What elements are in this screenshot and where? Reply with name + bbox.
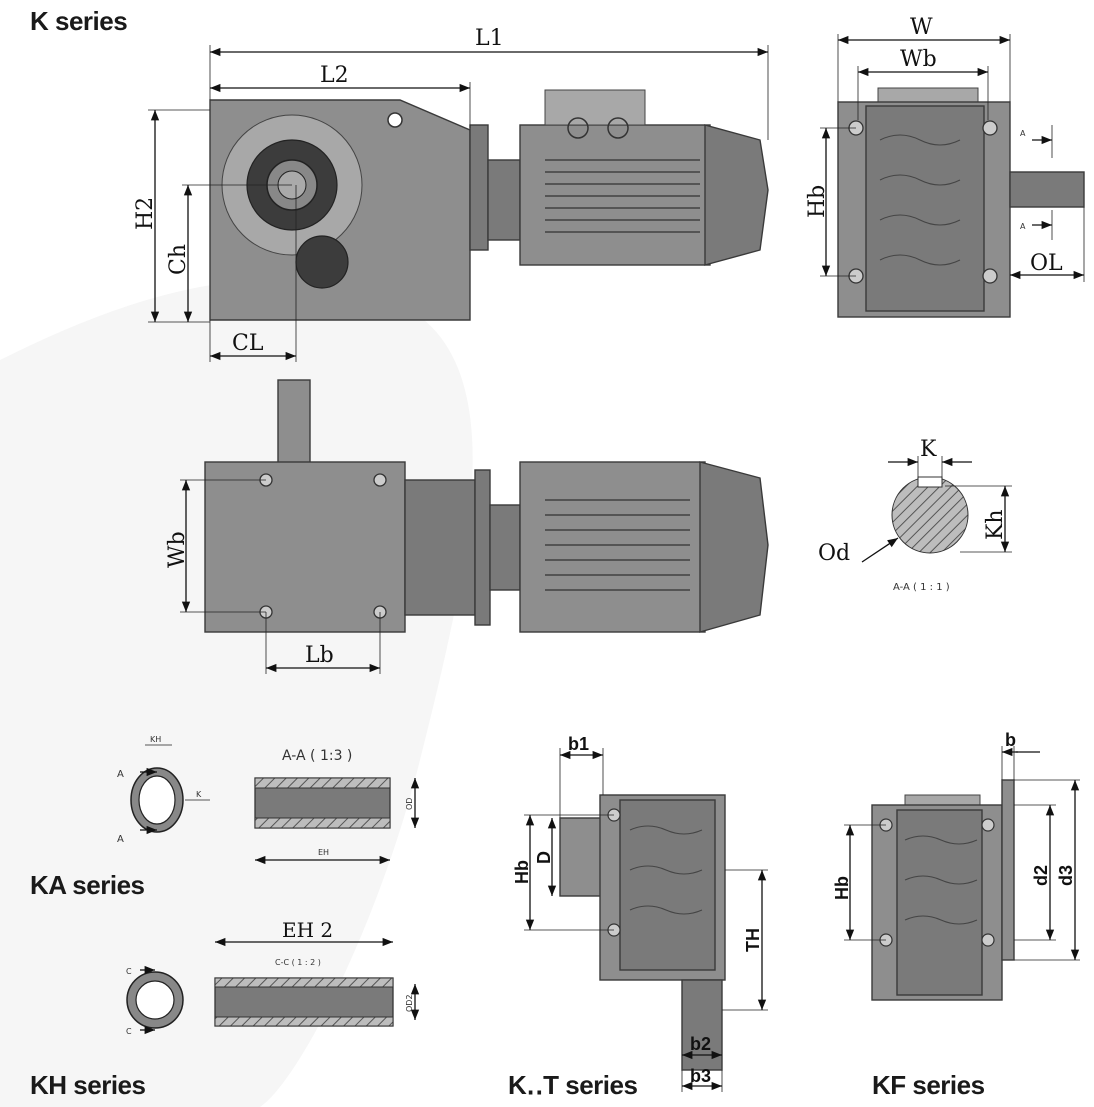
dim-h2: H2 — [133, 197, 158, 230]
dim-l2: L2 — [320, 63, 349, 88]
ka-dim-kh: KH — [150, 735, 161, 744]
title-kt-series: K‥T series — [508, 1070, 638, 1100]
dim-k: K — [920, 437, 937, 462]
ka-series-views: A A KH K A-A ( 1:3 ) EH OD — [117, 735, 420, 865]
dim-ch: Ch — [166, 244, 191, 275]
title-k-series: K series — [30, 6, 128, 36]
kt-series-view — [559, 794, 726, 1071]
kh-dim-od2: OD2 — [405, 994, 414, 1012]
ka-mark-a-bottom: A — [117, 834, 124, 845]
kt-dim-b1: b1 — [568, 734, 589, 754]
k-end-dimensions: W Wb Hb A A OL — [805, 15, 1085, 282]
dim-ol: OL — [1030, 251, 1063, 276]
k-series-end-view — [837, 87, 1085, 318]
kh-mark-c-bottom: C — [126, 1027, 132, 1036]
dim-kh: Kh — [983, 509, 1008, 540]
kf-dim-hb: Hb — [832, 876, 852, 900]
kt-dim-d: D — [534, 851, 554, 864]
section-label-aa-11: A-A ( 1 : 1 ) — [893, 582, 950, 593]
ka-dim-k: K — [196, 790, 202, 799]
dim-wb-top: Wb — [165, 531, 190, 568]
kf-dimensions: b Hb d2 d3 — [832, 730, 1080, 961]
title-ka-series: KA series — [30, 870, 145, 900]
kf-dim-d2: d2 — [1031, 865, 1051, 886]
dim-wb: Wb — [900, 47, 937, 72]
ka-mark-a-top: A — [117, 769, 124, 780]
dim-cl: CL — [232, 331, 264, 356]
kt-dim-b2: b2 — [690, 1034, 711, 1054]
k-series-top-view — [204, 379, 769, 633]
dim-w: W — [910, 15, 933, 40]
ka-dim-eh: EH — [318, 848, 329, 857]
section-mark-a-bottom: A — [1020, 222, 1026, 231]
kt-dim-b3: b3 — [690, 1066, 711, 1086]
kh-series-views: C C EH 2 C-C ( 1 : 2 ) OD2 — [126, 918, 420, 1036]
title-kf-series: KF series — [872, 1070, 985, 1100]
k-series-side-view — [209, 89, 769, 321]
section-mark-a-top: A — [1020, 129, 1026, 138]
shaft-section-aa: K Kh Od A-A ( 1 : 1 ) — [818, 437, 1012, 593]
kh-mark-c-top: C — [126, 967, 132, 976]
k-top-dimensions: Wb Lb — [165, 479, 381, 674]
kt-dim-hb: Hb — [512, 860, 532, 884]
k-side-dimensions: L1 L2 H2 Ch CL — [133, 26, 769, 362]
dim-hb: Hb — [805, 185, 830, 218]
dim-od: Od — [818, 541, 850, 566]
ka-section-label: A-A ( 1:3 ) — [282, 748, 352, 764]
kh-dim-eh2: EH 2 — [282, 918, 333, 942]
kf-dim-b: b — [1005, 730, 1016, 750]
dim-lb: Lb — [305, 643, 334, 668]
kt-dimensions: b1 Hb D TH b2 b3 — [512, 734, 768, 1092]
dim-l1: L1 — [475, 26, 504, 51]
kf-dim-d3: d3 — [1056, 865, 1076, 886]
ka-dim-od: OD — [405, 798, 414, 810]
kh-section-label: C-C ( 1 : 2 ) — [275, 958, 321, 967]
kf-series-view — [871, 779, 1015, 1001]
title-kh-series: KH series — [30, 1070, 146, 1100]
kt-dim-th: TH — [743, 928, 763, 952]
